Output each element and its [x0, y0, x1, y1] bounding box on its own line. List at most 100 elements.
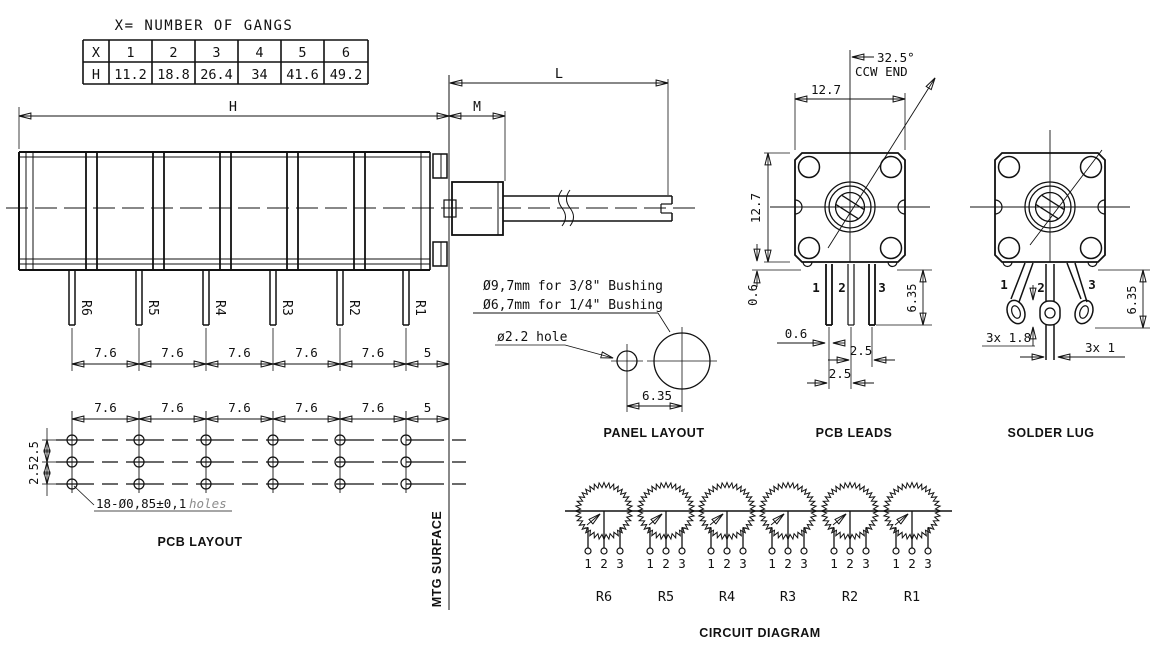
- terminal-number: 1: [646, 556, 654, 571]
- dim-width: 12.7: [811, 82, 841, 97]
- circle: [584, 547, 592, 555]
- solder-lug-view: 1 2 3 3x 1.8 3x 1 6.35 SOLDER LUG: [970, 130, 1150, 440]
- terminal-number: 2: [723, 556, 731, 571]
- pot-label: R4: [719, 589, 735, 605]
- body-outline: [994, 152, 1106, 263]
- dim-arrow: [827, 77, 936, 249]
- terminal-wire: [619, 527, 624, 548]
- terminal-number: 1: [584, 556, 592, 571]
- circle: [334, 456, 346, 468]
- dim-arrow: [832, 513, 847, 526]
- lug-eyelet: [1074, 299, 1094, 325]
- circle: [846, 547, 854, 555]
- circle: [616, 547, 624, 555]
- pitch-dim: 7.6: [362, 345, 385, 360]
- circle: [66, 478, 78, 490]
- terminal-wire: [584, 527, 589, 548]
- foot: [1002, 261, 1013, 268]
- table-cell: 2: [169, 45, 177, 61]
- circle: [400, 434, 412, 446]
- line: [1010, 262, 1026, 300]
- circle: [267, 478, 279, 490]
- circle: [830, 547, 838, 555]
- circle: [862, 547, 870, 555]
- mtg-surface-label: MTG SURFACE: [430, 511, 444, 607]
- circle: [66, 456, 78, 468]
- circle: [334, 478, 346, 490]
- foot: [887, 261, 898, 268]
- holes-note: 18-Ø0,85±0,1: [96, 496, 186, 511]
- gangs-table-title: X= NUMBER OF GANGS: [115, 18, 294, 34]
- dim-pitch-12: 2.5: [829, 366, 852, 381]
- terminal-number: 3: [924, 556, 932, 571]
- circle: [200, 478, 212, 490]
- terminal-number: 1: [830, 556, 838, 571]
- pcb-leads-label: PCB LEADS: [816, 426, 893, 440]
- table-cell: 6: [342, 45, 350, 61]
- circle: [707, 547, 715, 555]
- pot-label: R6: [596, 589, 612, 605]
- line: [657, 312, 671, 333]
- circle: [924, 547, 932, 555]
- dim-lead-width: 0.6: [785, 326, 808, 341]
- dim-lead-length: 6.35: [905, 284, 919, 313]
- line: [1018, 262, 1034, 303]
- line: [1066, 262, 1082, 300]
- foot: [1087, 261, 1098, 268]
- dim-arrow: [894, 513, 909, 526]
- dim-arrow: [648, 513, 663, 526]
- row-dim-1: 2.5: [27, 441, 41, 463]
- dim-l: L: [555, 66, 563, 82]
- gang-label: R4: [212, 300, 227, 316]
- terminal-number: 2: [662, 556, 670, 571]
- pitch-dim: 7.6: [94, 345, 117, 360]
- circle: [334, 434, 346, 446]
- pin-number-1: 1: [812, 280, 820, 295]
- table-cell: 5: [298, 45, 306, 61]
- solder-lug-label: SOLDER LUG: [1008, 426, 1095, 440]
- dim-lug-thk: 3x 1: [1085, 340, 1115, 355]
- gang-label: R1: [412, 300, 427, 316]
- terminal-wire: [768, 527, 773, 548]
- dim-foot: 0.6: [746, 284, 760, 306]
- dim-m: M: [473, 100, 481, 115]
- pitch-dim: 7.6: [161, 345, 184, 360]
- circle: [1044, 307, 1056, 319]
- circle: [1079, 155, 1103, 179]
- terminal-wire: [646, 527, 651, 548]
- dim-arrow: [770, 513, 785, 526]
- lug-number-2: 2: [1037, 280, 1045, 295]
- gang-label: R3: [279, 300, 294, 316]
- table-cell: X: [92, 45, 100, 61]
- terminal-wire: [803, 527, 808, 548]
- terminal-number: 1: [892, 556, 900, 571]
- table-cell: 18.8: [157, 67, 190, 83]
- dim-h: H: [229, 99, 237, 115]
- terminal-number: 2: [908, 556, 916, 571]
- pot-label: R3: [780, 589, 796, 605]
- circle: [400, 456, 412, 468]
- line: [73, 485, 95, 506]
- pcb-layout-label: PCB LAYOUT: [157, 535, 242, 549]
- angle-dim: 32.5°: [877, 50, 915, 65]
- table-cell: 11.2: [114, 67, 147, 83]
- circle: [739, 547, 747, 555]
- dim-arrow: [586, 513, 601, 526]
- terminal-wire: [865, 527, 870, 548]
- panel-layout-view: Ø9,7mm for 3/8" Bushing Ø6,7mm for 1/4" …: [473, 279, 717, 440]
- pot-label: R5: [658, 589, 674, 605]
- table-cell: H: [92, 67, 100, 83]
- circle: [66, 434, 78, 446]
- circle: [800, 547, 808, 555]
- table-cell: 41.6: [286, 67, 319, 83]
- dim-height: 12.7: [748, 193, 763, 223]
- mount-tab: [432, 153, 448, 179]
- circle: [133, 434, 145, 446]
- circle: [797, 155, 821, 179]
- pitch-dim: 7.6: [295, 400, 318, 415]
- table-cell: 26.4: [200, 67, 233, 83]
- gang-label: R2: [346, 300, 361, 316]
- lug-number-3: 3: [1088, 277, 1096, 292]
